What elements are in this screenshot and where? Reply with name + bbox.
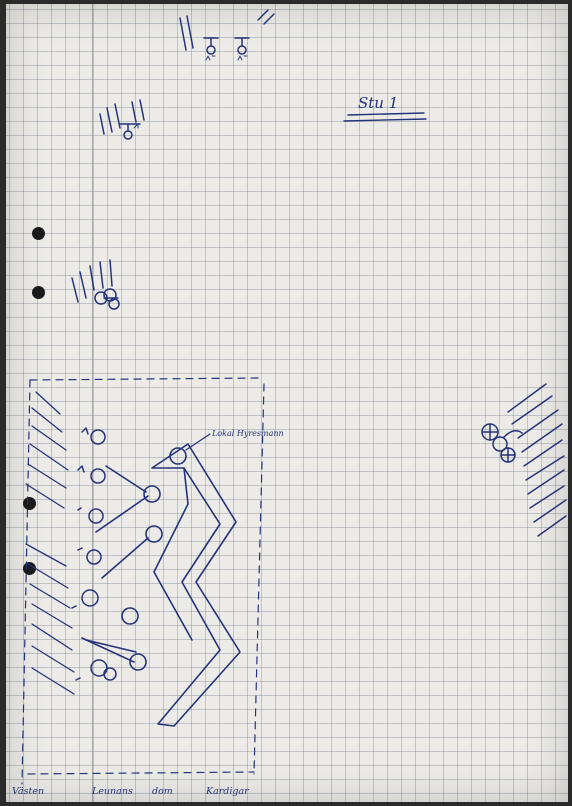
bottom-label-3: dom <box>152 786 173 797</box>
hand-drawn-sketch <box>6 4 568 802</box>
stage-boundary <box>22 378 264 784</box>
bottom-label-4: Kardigar <box>206 786 249 797</box>
light-fixture-p1 <box>100 100 144 139</box>
bottom-label-2: Leunans <box>92 786 133 797</box>
light-cluster-right <box>482 384 566 536</box>
callout-label: Lokal Hyresmann <box>212 429 284 438</box>
light-fixture-p3 <box>235 10 274 54</box>
actor-positions-inner <box>122 448 186 670</box>
light-cluster-left <box>72 260 119 309</box>
graph-paper-sheet: Stu 1 Lokal Hyresmann Västen Leunans dom… <box>6 4 568 802</box>
sheet-title: Stu 1 <box>358 94 398 112</box>
zigzag-platform <box>152 444 240 726</box>
side-light-hatching <box>26 392 74 694</box>
bottom-label-1: Västen <box>12 786 44 797</box>
light-fixture-p2 <box>180 16 218 54</box>
callout-arrow <box>186 434 210 450</box>
